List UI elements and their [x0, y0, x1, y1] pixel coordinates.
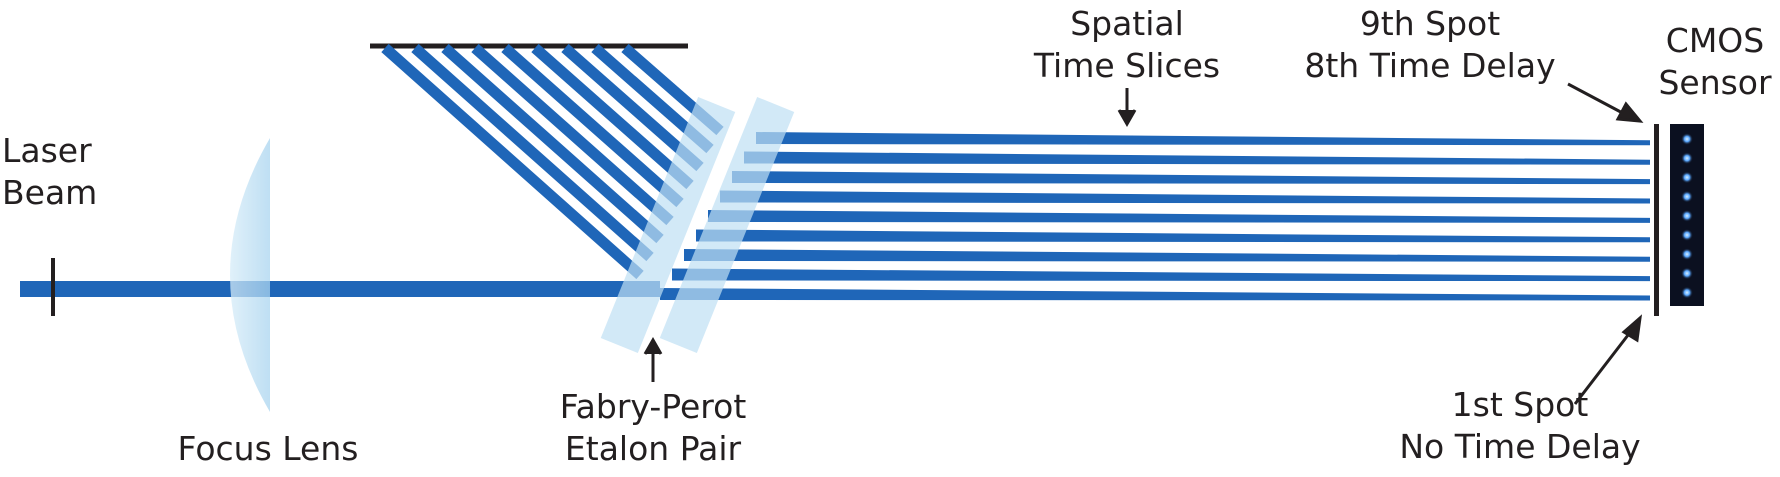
time-slice-beams [660, 132, 1650, 301]
first-spot-label-line-1: 1st Spot [1451, 385, 1589, 424]
sensor-spot [1681, 152, 1693, 165]
diagonal-beam [501, 43, 684, 208]
diagonal-beam [471, 43, 674, 226]
sensor-spot [1681, 133, 1693, 145]
diagonal-beam [561, 43, 704, 172]
arrow-etalon [643, 336, 663, 382]
diagonal-beam [411, 43, 654, 262]
time-slice-beam [756, 132, 1650, 146]
spatial-slices-label: Spatial Time Slices [1022, 3, 1232, 87]
first-spot-label: 1st Spot No Time Delay [1395, 384, 1645, 468]
ninth-spot-label: 9th Spot 8th Time Delay [1280, 3, 1580, 87]
cmos-label-line-2: Sensor [1658, 63, 1772, 102]
spatial-slices-label-line-1: Spatial [1070, 4, 1184, 43]
cmos-label-line-1: CMOS [1665, 21, 1765, 60]
etalon-label-line-1: Fabry-Perot [559, 387, 747, 426]
sensor-spot [1681, 171, 1693, 184]
focus-lens [230, 138, 270, 412]
laser-beam-label-line-2: Beam [2, 173, 98, 212]
etalon-label-line-2: Etalon Pair [564, 429, 742, 468]
diagonal-beam [441, 43, 664, 244]
arrow-ninth-spot [1567, 82, 1644, 123]
time-slice-beam [672, 268, 1650, 282]
laser-beam [20, 281, 660, 297]
time-slice-beam [660, 288, 1650, 301]
sensor-spots [1681, 133, 1693, 299]
sensor-spot [1681, 229, 1693, 241]
time-slice-beam [744, 151, 1650, 165]
diagonal-beam [381, 43, 644, 280]
etalon-label: Fabry-Perot Etalon Pair [538, 386, 768, 470]
time-slice-beam [720, 190, 1650, 204]
time-slice-beam [732, 171, 1650, 185]
etalon-plate-1 [600, 96, 736, 354]
diagonal-beam [531, 43, 694, 190]
laser-beam-label: Laser Beam [2, 130, 97, 214]
etalon-plate-2 [659, 96, 795, 354]
sensor-spot [1681, 190, 1693, 203]
spatial-slices-label-line-2: Time Slices [1033, 46, 1221, 85]
diagonal-beams [381, 43, 724, 280]
ninth-spot-label-line-1: 9th Spot [1359, 4, 1501, 43]
sensor-window [1654, 124, 1659, 316]
laser-beam-label-line-1: Laser [2, 131, 92, 170]
time-slice-beam [696, 229, 1650, 243]
time-slice-beam [684, 249, 1650, 262]
ninth-spot-label-line-2: 8th Time Delay [1304, 46, 1556, 85]
arrow-first-spot [1573, 314, 1643, 405]
arrow-spatial-slices [1117, 88, 1137, 128]
sensor-spot [1681, 286, 1693, 299]
sensor-spot [1681, 209, 1693, 222]
focus-lens-label: Focus Lens [177, 429, 359, 468]
cmos-label: CMOS Sensor [1652, 20, 1778, 104]
time-slice-beam [708, 210, 1650, 223]
first-spot-label-line-2: No Time Delay [1399, 427, 1641, 466]
sensor-spot [1681, 267, 1693, 280]
sensor-spot [1681, 248, 1693, 261]
